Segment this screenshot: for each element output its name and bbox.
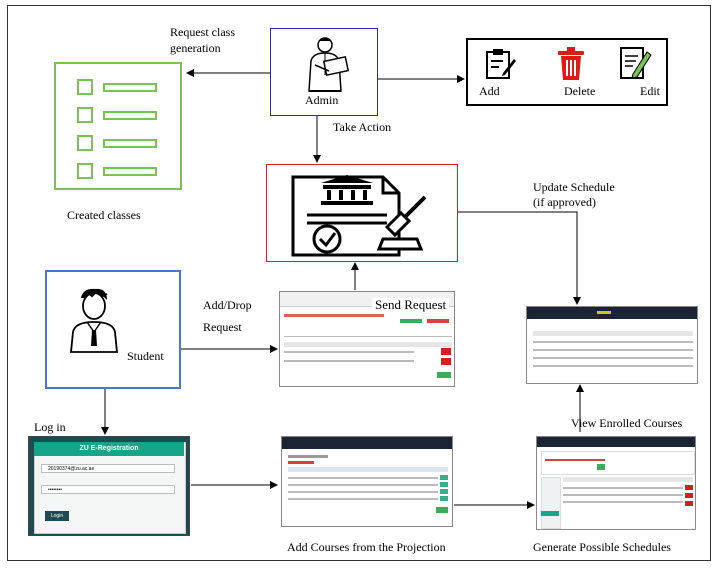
request-class-label: Request class: [170, 25, 235, 39]
log-in-label: Log in: [34, 420, 66, 434]
if-approved-label: (if approved): [533, 195, 596, 209]
diagram-frame: [7, 5, 711, 561]
delete-label: Delete: [564, 84, 596, 98]
login-screenshot: ZU E-Registration 20190374@zu.ac.ae ••••…: [28, 436, 190, 536]
request-label: Request: [203, 320, 242, 334]
update-schedule-label: Update Schedule: [533, 180, 615, 194]
checklist-icon: [77, 79, 157, 179]
document-approval-icon: [291, 175, 427, 257]
add-courses-label: Add Courses from the Projection: [287, 540, 446, 554]
student-box: Student: [45, 270, 181, 389]
trash-delete-icon: [558, 47, 584, 80]
enrolled-courses-screenshot: [526, 306, 698, 384]
admin-box: Admin: [270, 28, 378, 116]
admin-label: Admin: [305, 93, 339, 107]
admin-person-icon: [308, 37, 350, 92]
created-classes-label: Created classes: [67, 208, 141, 222]
take-action-label: Take Action: [333, 120, 392, 134]
add-label: Add: [479, 84, 500, 98]
document-edit-icon: [620, 47, 652, 79]
view-enrolled-label: View Enrolled Courses: [571, 416, 683, 430]
generate-schedules-screenshot: [536, 436, 696, 530]
send-request-label: Send Request: [372, 298, 450, 312]
login-email-field[interactable]: 20190374@zu.ac.ae: [41, 464, 175, 473]
clipboard-add-icon: [486, 49, 516, 79]
student-label: Student: [127, 349, 164, 363]
generation-label: generation: [170, 41, 221, 55]
edit-label: Edit: [640, 84, 660, 98]
approval-box: [266, 164, 458, 262]
login-title: ZU E-Registration: [34, 442, 184, 456]
actions-box: Add Delete Edit: [466, 38, 668, 106]
generate-schedules-label: Generate Possible Schedules: [533, 540, 671, 554]
add-drop-label: Add/Drop: [203, 298, 252, 312]
login-button[interactable]: Login: [45, 511, 69, 521]
student-person-icon: [70, 288, 118, 353]
login-password-field[interactable]: ••••••••: [41, 485, 175, 494]
projection-screenshot: [281, 436, 453, 527]
created-classes-box: [54, 62, 182, 190]
